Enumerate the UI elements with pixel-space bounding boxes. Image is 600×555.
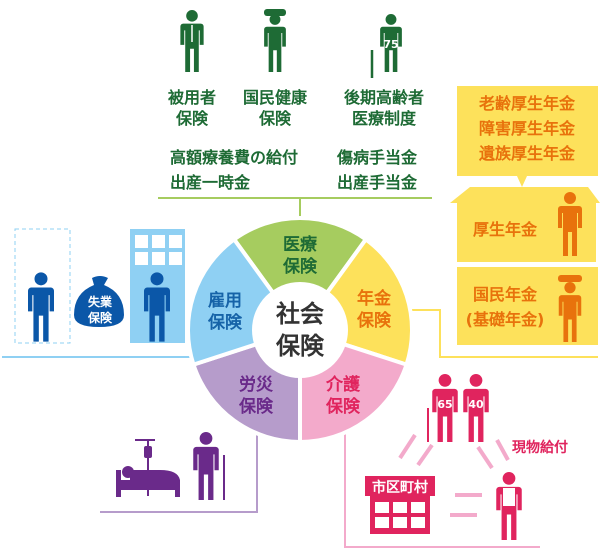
municipality-building-icon [370, 496, 430, 534]
national-pension-label: 国民年金 [473, 285, 538, 304]
workers-comp-panel [116, 432, 225, 500]
municipality-label: 市区町村 [372, 479, 428, 496]
benefit-high-cost: 高額療養費の給付 [170, 148, 298, 167]
pension-panel: 老齢厚生年金 障害厚生年金 遺族厚生年金 厚生年金 国民年金 (基礎年金) [450, 86, 600, 345]
unemployed-person-icon [28, 272, 54, 342]
self-employed-person-icon [264, 14, 286, 72]
care-panel: 65 40 市区町村 現物給付 [365, 374, 568, 540]
segment-pension-label-2[interactable]: 保険 [356, 310, 392, 331]
segment-care-label-2[interactable]: 保険 [325, 396, 361, 417]
medical-panel: 75 被用者 保険 国民健康 保険 後期高齢者 医療制度 高額療養費の給付 出産… [168, 9, 424, 192]
unemployed-frame [14, 228, 71, 344]
segment-pension-label-1[interactable]: 年金 [357, 288, 392, 309]
municipality-sign [365, 476, 435, 496]
segment-workers-label-2[interactable]: 保険 [238, 396, 274, 417]
old-age-pension: 老齢厚生年金 [478, 94, 576, 113]
employment-panel: 失業 保険 [14, 228, 185, 344]
money-bag-icon [74, 276, 124, 327]
bag-label-1: 失業 [88, 294, 113, 309]
employee-pension-house [450, 187, 600, 262]
in-kind-benefit-label: 現物給付 [512, 439, 568, 456]
employee-pension-label: 厚生年金 [473, 220, 538, 239]
benefit-childbirth-lump-sum: 出産一時金 [170, 173, 251, 192]
cap-icon [558, 275, 582, 282]
age-badge-75: 75 [383, 38, 398, 51]
benefit-sickness-allowance: 傷病手当金 [336, 148, 418, 167]
age-badge-65: 65 [437, 398, 452, 411]
employee-insurance-label-1: 被用者 [168, 88, 216, 107]
late-elderly-label-1: 後期高齢者 [344, 88, 424, 107]
segment-workers-label-1[interactable]: 労災 [239, 374, 274, 395]
benefit-maternity-allowance: 出産手当金 [337, 173, 418, 192]
apron-icon [503, 488, 515, 506]
injured-person-icon [193, 432, 219, 500]
segment-employment-label-2[interactable]: 保険 [207, 312, 243, 333]
hospital-bed-icon [116, 439, 180, 497]
survivors-pension: 遺族厚生年金 [479, 144, 576, 163]
segment-employment-label-1[interactable]: 雇用 [208, 290, 242, 311]
national-health-label-2: 保険 [258, 109, 292, 128]
flow-arrows [398, 433, 510, 517]
age-badge-40: 40 [468, 398, 484, 411]
late-elderly-label-2: 医療制度 [352, 109, 417, 128]
cap-icon [264, 9, 286, 16]
connector-lines [2, 197, 598, 548]
center-circle [252, 282, 348, 378]
segment-medical-label-2[interactable]: 保険 [282, 256, 318, 277]
segment-care-label-1[interactable]: 介護 [325, 374, 361, 395]
bag-label-2: 保険 [87, 310, 113, 325]
center-label-2: 保険 [275, 332, 325, 360]
national-health-label-1: 国民健康 [243, 88, 308, 107]
disability-pension: 障害厚生年金 [479, 119, 576, 138]
segment-medical-label-1[interactable]: 医療 [283, 234, 318, 255]
basic-pension-label: (基礎年金) [466, 310, 545, 329]
pension-callout-box [457, 86, 598, 187]
employee-insurance-label-2: 保険 [175, 109, 209, 128]
center-label-1: 社会 [276, 300, 324, 328]
